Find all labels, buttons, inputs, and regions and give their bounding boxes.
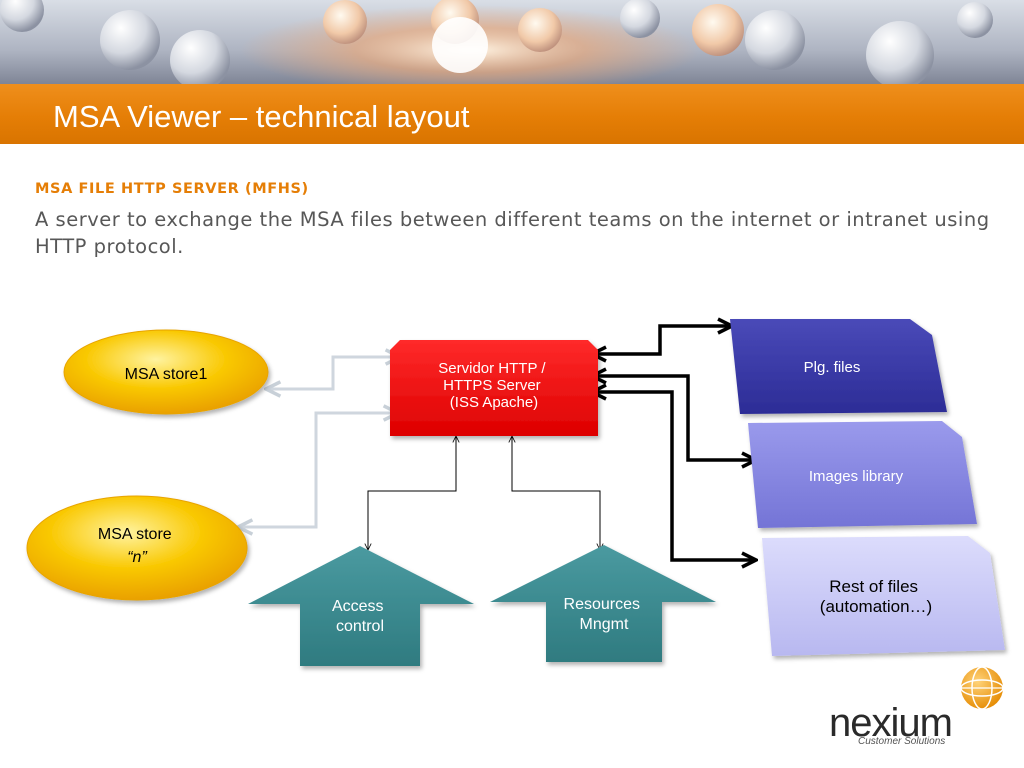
server-module-connectors xyxy=(368,436,600,550)
http-server-box xyxy=(390,340,598,436)
http-server-label: Servidor HTTP / HTTPS Server (ISS Apache… xyxy=(438,360,549,411)
connector-server-access xyxy=(368,436,456,550)
store-server-connectors xyxy=(238,357,400,527)
globe-icon xyxy=(960,666,1004,710)
msa-store1-label: MSA store1 xyxy=(125,366,208,383)
access-control-label: Access control xyxy=(332,598,388,635)
msa-store-n-label: MSA store “n” xyxy=(98,526,176,566)
connector-server-plg xyxy=(592,326,732,354)
access-control-shape xyxy=(248,546,474,666)
connector-server-resources xyxy=(512,436,600,550)
slide-title: MSA Viewer – technical layout xyxy=(53,99,470,134)
connector-store-n-server xyxy=(238,413,398,527)
msa-store-n xyxy=(26,495,248,601)
company-logo: nexium xyxy=(829,701,953,745)
images-library-box xyxy=(748,421,977,528)
section-description: A server to exchange the MSA files betwe… xyxy=(35,208,990,258)
resources-mngmt-shape xyxy=(490,545,716,662)
rest-of-files-label: Rest of files (automation…) xyxy=(820,577,932,616)
msa-store1 xyxy=(63,329,269,415)
plg-files-box xyxy=(730,319,947,414)
plg-files-label: Plg. files xyxy=(804,359,861,376)
connector-store1-server xyxy=(266,357,400,389)
section-heading: MSA FILE HTTP SERVER (MFHS) xyxy=(35,181,309,197)
connector-server-rest xyxy=(592,392,756,560)
images-library-label: Images library xyxy=(809,468,904,485)
company-tagline: Customer Solutions xyxy=(858,736,946,747)
connector-server-images xyxy=(592,376,756,460)
header-banner xyxy=(0,0,1024,84)
resources-mngmt-label: Resources Mngmt xyxy=(564,596,645,633)
rest-of-files-box xyxy=(762,536,1005,656)
title-bar: MSA Viewer – technical layout xyxy=(0,84,1024,144)
server-file-connectors xyxy=(592,326,756,560)
